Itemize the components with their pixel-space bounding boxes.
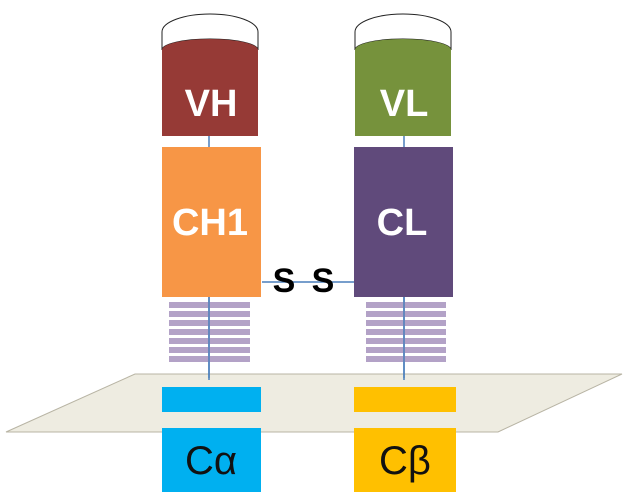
ch1-label: CH1 — [172, 202, 248, 244]
vl-label: VL — [380, 83, 429, 125]
vh-label: VH — [185, 83, 238, 125]
membrane-plane — [5, 373, 623, 433]
c-alpha-domain: Cα — [162, 428, 261, 492]
c-beta-domain: Cβ — [354, 428, 456, 492]
cl-domain: CL — [354, 147, 453, 297]
c-beta-transmembrane — [354, 387, 456, 412]
c-beta-label: Cβ — [379, 439, 431, 483]
disulfide-s-right: S — [312, 262, 335, 300]
vl-domain: VL — [355, 39, 451, 136]
right-linker-stack — [366, 302, 446, 362]
disulfide-s-left: S — [273, 262, 296, 300]
c-alpha-transmembrane — [162, 387, 261, 412]
c-alpha-label: Cα — [185, 439, 237, 483]
vh-domain: VH — [162, 39, 258, 136]
cl-label: CL — [377, 202, 428, 244]
ch1-domain: CH1 — [162, 147, 261, 297]
